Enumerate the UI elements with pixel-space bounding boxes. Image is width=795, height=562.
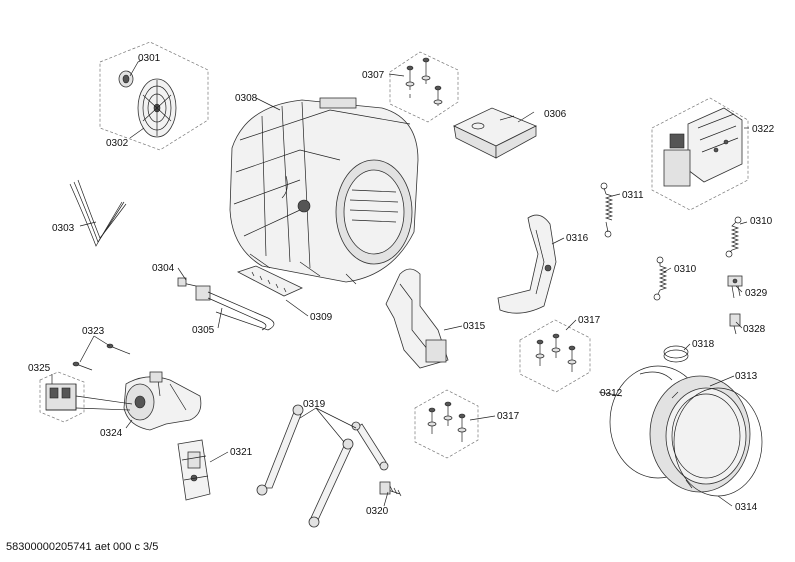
- callout-0313: 0313: [735, 371, 758, 382]
- group-box-0317-bottom: [414, 389, 479, 459]
- callout-0301: 0301: [138, 53, 161, 64]
- callout-0307: 0307: [362, 70, 385, 81]
- callout-0310-lower: 0310: [674, 264, 697, 275]
- callout-0308: 0308: [235, 93, 258, 104]
- callout-0320: 0320: [366, 506, 389, 517]
- heater-0305: [195, 285, 275, 331]
- callout-0303: 0303: [52, 223, 75, 234]
- pulley-nut: [118, 70, 134, 88]
- shock-absorber-0319-right: [308, 438, 354, 528]
- callout-0314: 0314: [735, 502, 758, 513]
- spring-0310-lower: [653, 256, 668, 301]
- callout-0302: 0302: [106, 138, 129, 149]
- callout-0328: 0328: [743, 324, 766, 335]
- callout-0319: 0319: [303, 399, 326, 410]
- bolt-0320: [379, 481, 402, 497]
- screw-set-0317-bottom: [427, 401, 467, 442]
- group-box-0307: [389, 51, 459, 123]
- callout-0321: 0321: [230, 447, 253, 458]
- callout-0304: 0304: [152, 263, 175, 274]
- screws-0323: [72, 343, 131, 371]
- drive-belt: [69, 179, 127, 247]
- callout-0312: 0312: [600, 388, 623, 399]
- screw-set-0307: [405, 57, 443, 106]
- drum-pulley: [137, 78, 177, 138]
- detergent-cover-0306: [453, 107, 537, 159]
- group-box-0322: [651, 97, 749, 211]
- clip-0329: [727, 275, 743, 299]
- callout-0311: 0311: [622, 190, 644, 201]
- heater-plate-0309: [236, 265, 303, 297]
- callout-0322: 0322: [752, 124, 775, 135]
- callout-0305: 0305: [192, 325, 215, 336]
- drain-pump-0324: [123, 371, 202, 431]
- clamp-0318: [663, 345, 689, 363]
- callout-0315: 0315: [463, 321, 486, 332]
- door-gasket-0313: [649, 375, 751, 493]
- group-box-0317-right: [519, 319, 591, 393]
- callout-0306: 0306: [544, 109, 567, 120]
- document-footer: 58300000205741 aet 000 c 3/5: [6, 541, 159, 553]
- sensor-0325: [45, 383, 77, 411]
- counterweight-0315: [385, 268, 449, 369]
- spring-0310-upper: [725, 216, 742, 258]
- pcb-0321: [177, 439, 211, 501]
- shock-absorber-0319-short: [351, 421, 389, 471]
- screw-set-0317-right: [535, 333, 577, 372]
- callout-0324: 0324: [100, 428, 123, 439]
- callout-0317-right: 0317: [578, 315, 601, 326]
- control-module-0322: [663, 107, 743, 187]
- clip-0328: [729, 313, 741, 335]
- callout-0317-bottom: 0317: [497, 411, 520, 422]
- callout-0329: 0329: [745, 288, 768, 299]
- nut-0304: [177, 277, 197, 287]
- callout-0316: 0316: [566, 233, 589, 244]
- callout-0309: 0309: [310, 312, 333, 323]
- callout-labels: 0301 0302 0303 0304 0305 0306 0307 0308 …: [28, 53, 775, 517]
- group-box-0325: [39, 371, 85, 423]
- bracket-0316: [497, 214, 557, 314]
- callout-0318: 0318: [692, 339, 715, 350]
- callout-0325: 0325: [28, 363, 51, 374]
- callout-0310-upper: 0310: [750, 216, 773, 227]
- leader-lines: [51, 59, 749, 507]
- tub-drum: [229, 97, 419, 285]
- shock-absorber-0319-left: [256, 404, 304, 496]
- spring-0311: [600, 182, 614, 238]
- callout-0323: 0323: [82, 326, 105, 337]
